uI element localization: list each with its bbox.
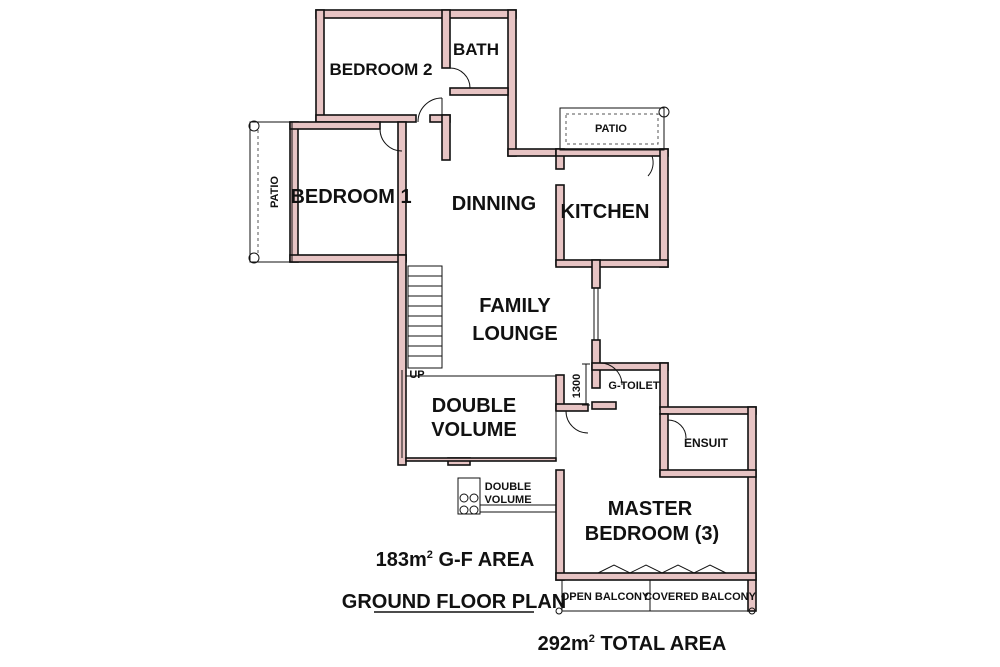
label-g-toilet: G-TOILET — [608, 380, 659, 392]
label-patio-left: PATIO — [269, 176, 281, 208]
label-ensuit: ENSUIT — [684, 436, 729, 450]
plan-title: GROUND FLOOR PLAN — [342, 591, 566, 613]
label-bath: BATH — [453, 40, 499, 59]
label-open-balcony: OPEN BALCONY — [561, 591, 650, 603]
label-bedroom-3: BEDROOM (3) — [585, 523, 719, 545]
stair-treads — [408, 275, 442, 357]
label-covered-balcony: COVERED BALCONY — [644, 591, 757, 603]
label-double-volume-small-1: DOUBLE — [485, 481, 531, 493]
gf-area-caption: 183m2 G-F AREA — [376, 549, 535, 571]
label-lounge: LOUNGE — [472, 323, 558, 345]
label-master: MASTER — [608, 498, 693, 520]
label-double-volume-2: VOLUME — [431, 419, 517, 441]
label-dinning: DINNING — [452, 193, 536, 215]
label-bedroom-1: BEDROOM 1 — [290, 186, 411, 208]
room-labels: BEDROOM 2 BATH PATIO PATIO BEDROOM 1 DIN… — [269, 40, 757, 603]
label-double-volume-1: DOUBLE — [432, 395, 516, 417]
linework — [248, 67, 756, 615]
label-family: FAMILY — [479, 295, 551, 317]
label-kitchen: KITCHEN — [561, 201, 650, 223]
captions: 183m2 G-F AREA GROUND FLOOR PLAN 292m2 T… — [342, 549, 727, 655]
label-bedroom-2: BEDROOM 2 — [330, 60, 433, 79]
label-dimension: 1300 — [571, 374, 583, 398]
walls — [289, 9, 757, 612]
label-stair-up: UP — [409, 369, 424, 381]
label-double-volume-small-2: VOLUME — [484, 494, 531, 506]
label-patio-top: PATIO — [595, 123, 627, 135]
total-area-caption: 292m2 TOTAL AREA — [538, 633, 727, 655]
